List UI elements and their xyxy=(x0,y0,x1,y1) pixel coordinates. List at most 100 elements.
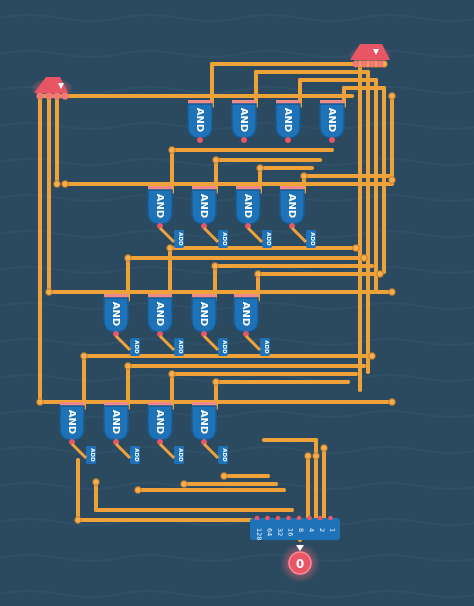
and-gate[interactable]: AND xyxy=(191,186,217,229)
wire-node xyxy=(256,164,264,172)
add-label: ADD xyxy=(221,448,227,462)
add-gate[interactable]: ADD xyxy=(244,334,270,356)
add-gate[interactable]: ADD xyxy=(158,442,184,464)
gate-label: AND xyxy=(240,302,251,326)
wire-node xyxy=(124,362,132,370)
and-gate[interactable]: AND xyxy=(59,402,85,445)
add-label: ADD xyxy=(177,448,183,462)
output-value-node[interactable]: 0 xyxy=(280,543,320,583)
bit-label: 8 xyxy=(297,528,305,532)
wire-node xyxy=(74,516,82,524)
bit-pin xyxy=(296,515,302,521)
bit-label: 128 xyxy=(255,528,263,540)
gate-label: AND xyxy=(326,108,337,132)
bit-label: 4 xyxy=(308,528,316,532)
wire-node xyxy=(220,472,228,480)
gate-label: AND xyxy=(66,410,77,434)
input-right-arrow-icon xyxy=(373,49,379,55)
and-gate[interactable]: AND xyxy=(231,100,257,143)
gate-label: AND xyxy=(242,194,253,218)
add-gate[interactable]: ADD xyxy=(70,442,96,464)
add-gate[interactable]: ADD xyxy=(202,442,228,464)
bit-pin xyxy=(265,515,270,521)
add-gate[interactable]: ADD xyxy=(158,226,184,248)
output-value: 0 xyxy=(296,557,304,571)
wire-node xyxy=(376,270,384,278)
wire-node xyxy=(80,352,88,360)
input-left-arrow-icon xyxy=(58,83,64,89)
add-gate[interactable]: ADD xyxy=(114,442,140,464)
gate-label: AND xyxy=(154,194,165,218)
wire-node xyxy=(388,92,396,100)
and-gate[interactable]: AND xyxy=(147,402,173,445)
add-gate[interactable]: ADD xyxy=(246,226,272,248)
wire-node xyxy=(300,172,308,180)
bit-label: 32 xyxy=(276,528,284,536)
wire-node xyxy=(168,146,176,154)
add-gate[interactable]: ADD xyxy=(202,226,228,248)
wire-node xyxy=(254,270,262,278)
wire-node xyxy=(388,398,396,406)
add-gate[interactable]: ADD xyxy=(202,334,228,356)
wire-node xyxy=(388,176,396,184)
gate-label: AND xyxy=(110,410,121,434)
wire-node xyxy=(211,262,219,270)
wire-node xyxy=(36,398,44,406)
input-right-body xyxy=(350,44,390,60)
input-left[interactable] xyxy=(30,77,74,98)
and-gate[interactable]: AND xyxy=(103,402,129,445)
and-gate[interactable]: AND xyxy=(233,294,259,337)
gate-label: AND xyxy=(238,108,249,132)
add-label: ADD xyxy=(263,340,269,354)
wire-node xyxy=(45,288,53,296)
gate-label: AND xyxy=(154,410,165,434)
and-gate[interactable]: AND xyxy=(191,402,217,445)
gate-label: AND xyxy=(154,302,165,326)
and-gate[interactable]: AND xyxy=(103,294,129,337)
add-label: ADD xyxy=(309,232,315,246)
wire-node xyxy=(61,180,69,188)
wire-node xyxy=(180,480,188,488)
wire-node xyxy=(53,180,61,188)
and-gate[interactable]: AND xyxy=(191,294,217,337)
wire-node xyxy=(360,254,368,262)
wire-node xyxy=(124,254,132,262)
add-label: ADD xyxy=(221,232,227,246)
and-gate[interactable]: AND xyxy=(147,186,173,229)
wire-node xyxy=(320,444,328,452)
wire-node xyxy=(388,288,396,296)
bit-label: 2 xyxy=(318,528,326,532)
wire-node xyxy=(212,378,220,386)
input-right[interactable] xyxy=(348,44,392,65)
wire-node xyxy=(92,478,100,486)
and-gate[interactable]: AND xyxy=(147,294,173,337)
add-gate[interactable]: ADD xyxy=(114,334,140,356)
gate-label: AND xyxy=(198,302,209,326)
add-gate[interactable]: ADD xyxy=(158,334,184,356)
wire-node xyxy=(212,156,220,164)
bit-label: 64 xyxy=(266,528,274,536)
gate-layer[interactable]: AND AND AND AND AND ADD AND ADD AND ADD AND ADD AND A… xyxy=(59,100,345,464)
bit-label: 1 xyxy=(329,528,337,532)
bit-label: 16 xyxy=(287,528,295,536)
and-gate[interactable]: AND xyxy=(235,186,261,229)
gate-label: AND xyxy=(110,302,121,326)
add-gate[interactable]: ADD xyxy=(290,226,316,248)
bit-pin xyxy=(328,515,333,521)
gate-label: AND xyxy=(198,194,209,218)
add-label: ADD xyxy=(177,340,183,354)
and-gate[interactable]: AND xyxy=(187,100,213,143)
gate-label: AND xyxy=(194,108,205,132)
wire-node xyxy=(166,244,174,252)
output-arrow-icon xyxy=(296,545,304,551)
and-gate[interactable]: AND xyxy=(275,100,301,143)
add-label: ADD xyxy=(177,232,183,246)
gate-label: AND xyxy=(282,108,293,132)
gate-label: AND xyxy=(286,194,297,218)
add-label: ADD xyxy=(221,340,227,354)
gate-label: AND xyxy=(198,410,209,434)
bit-pin xyxy=(275,515,281,521)
and-gate[interactable]: AND xyxy=(319,100,345,143)
